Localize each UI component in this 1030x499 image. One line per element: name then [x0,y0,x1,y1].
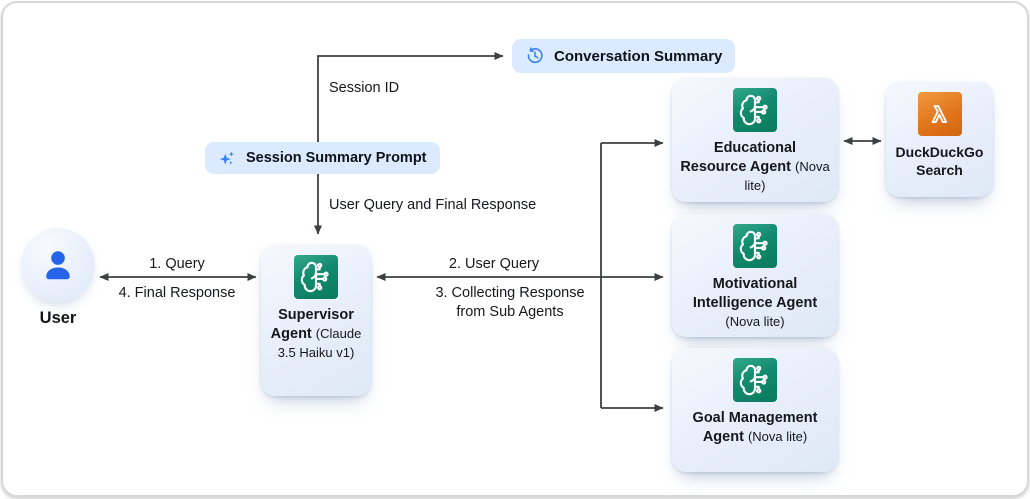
conversation-summary-label: Conversation Summary [554,47,723,65]
sparkles-icon [219,151,234,165]
brain-circuit-icon [733,88,777,132]
user-query-label: 2. User Query [448,256,540,272]
educational-resource-agent-title: Educational Resource Agent (Nova lite) [680,140,830,194]
duckduckgo-search-node: DuckDuckGo Search [886,82,993,197]
duckduckgo-search-title: DuckDuckGo Search [895,144,984,179]
session-id-label: Session ID [329,80,400,96]
goal-management-agent-title: Goal Management Agent (Nova lite) [692,410,818,446]
conversation-summary-badge: Conversation Summary [512,39,736,73]
motivational-intelligence-agent-node: Motivational Intelligence Agent (Nova li… [672,214,838,337]
motivational-intelligence-agent-title: Motivational Intelligence Agent (Nova li… [692,276,818,330]
collecting-response-label: 3. Collecting Response from Sub Agents [435,284,584,322]
clock-history-icon [527,47,543,64]
goal-management-agent-node: Goal Management Agent (Nova lite) [672,348,838,472]
query-label: 1. Query [149,256,205,272]
brain-circuit-icon [294,255,338,299]
user-label: User [39,309,77,327]
collecting-response-line1: 3. Collecting Response [435,285,585,301]
user-avatar [21,228,95,302]
session-summary-prompt-label: Session Summary Prompt [246,150,427,166]
supervisor-agent-node: Supervisor Agent (Claude 3.5 Haiku v1) [261,245,371,396]
collecting-response-line2: from Sub Agents [456,304,564,320]
supervisor-agent-title: Supervisor Agent (Claude 3.5 Haiku v1) [270,307,362,361]
brain-circuit-icon [733,224,777,268]
user-query-final-response-label: User Query and Final Response [329,197,537,213]
educational-resource-agent-node: Educational Resource Agent (Nova lite) [672,78,838,202]
lambda-icon [917,92,962,136]
final-response-label: 4. Final Response [118,285,236,301]
person-icon [46,251,70,280]
session-summary-prompt-badge: Session Summary Prompt [205,142,440,174]
brain-circuit-icon [733,358,777,402]
